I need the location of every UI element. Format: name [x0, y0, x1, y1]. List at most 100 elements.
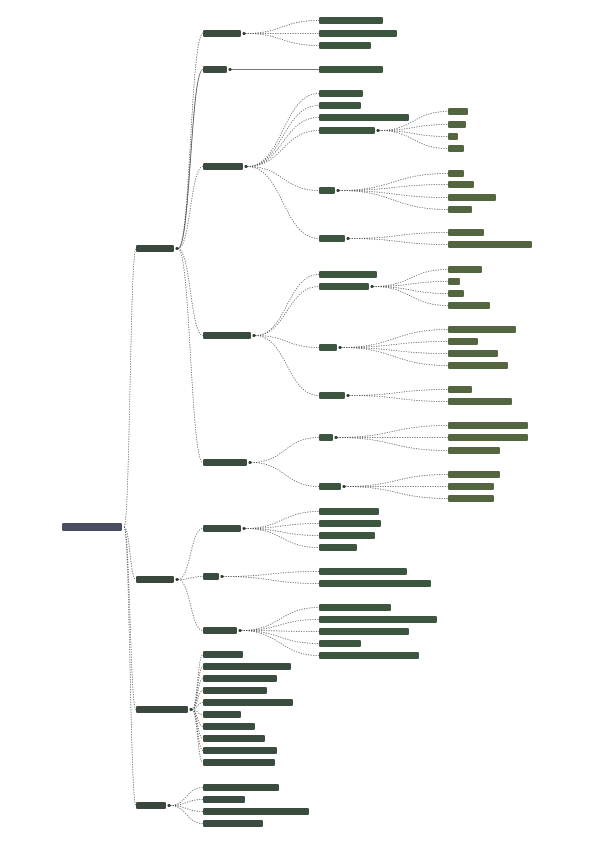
node-b1c5a[interactable]	[448, 170, 464, 177]
node-b1c3[interactable]	[319, 114, 409, 121]
node-b1e1[interactable]	[319, 434, 338, 441]
node-b3i[interactable]	[203, 747, 277, 754]
node-b1d2a[interactable]	[448, 266, 482, 273]
node-b1d4b[interactable]	[448, 398, 512, 405]
node-b1d3[interactable]	[319, 344, 342, 351]
node-b1c4b[interactable]	[448, 121, 466, 128]
node-b3e[interactable]	[203, 699, 293, 706]
node-b1c1[interactable]	[319, 90, 363, 97]
node-b1c4d[interactable]	[448, 145, 464, 152]
node-b1e[interactable]	[203, 459, 252, 466]
node-b1d2b[interactable]	[448, 278, 460, 285]
node-b3d[interactable]	[203, 687, 267, 694]
node-b3f[interactable]	[203, 711, 241, 718]
node-b1e1b[interactable]	[448, 434, 528, 441]
collapse-toggle-b1d[interactable]	[252, 334, 256, 337]
collapse-toggle-b1c5[interactable]	[336, 189, 340, 192]
node-b2a2[interactable]	[319, 520, 381, 527]
collapse-toggle-b1[interactable]	[175, 247, 179, 250]
collapse-toggle-b1d4[interactable]	[346, 394, 350, 397]
node-b2c5[interactable]	[319, 652, 419, 659]
collapse-toggle-b1e2[interactable]	[342, 485, 346, 488]
collapse-toggle-b3[interactable]	[189, 708, 193, 711]
collapse-toggle-b2a[interactable]	[242, 527, 246, 530]
node-b2a1[interactable]	[319, 508, 379, 515]
collapse-toggle-b4[interactable]	[167, 804, 171, 807]
collapse-toggle-b1c[interactable]	[244, 165, 248, 168]
node-b2b2[interactable]	[319, 580, 431, 587]
node-b1d3d[interactable]	[448, 362, 508, 369]
node-b2[interactable]	[136, 576, 179, 583]
node-b2a3[interactable]	[319, 532, 375, 539]
node-b1d2c[interactable]	[448, 290, 464, 297]
collapse-toggle-b2c[interactable]	[238, 629, 242, 632]
node-b4b[interactable]	[203, 796, 245, 803]
node-b3b[interactable]	[203, 663, 291, 670]
node-b1a2[interactable]	[319, 30, 397, 37]
node-b2c1[interactable]	[319, 604, 391, 611]
node-b1e2[interactable]	[319, 483, 346, 490]
node-b1d4[interactable]	[319, 392, 350, 399]
node-b1c6b[interactable]	[448, 241, 532, 248]
node-b1b1[interactable]	[319, 66, 383, 73]
node-b2c[interactable]	[203, 627, 242, 634]
node-b2c3[interactable]	[319, 628, 409, 635]
node-b3c[interactable]	[203, 675, 277, 682]
node-b1d3b[interactable]	[448, 338, 478, 345]
node-b1d3c[interactable]	[448, 350, 498, 357]
node-b1c4c[interactable]	[448, 133, 458, 140]
collapse-toggle-b2[interactable]	[175, 578, 179, 581]
node-b1c6[interactable]	[319, 235, 350, 242]
node-b1d3a[interactable]	[448, 326, 516, 333]
node-b1c5b[interactable]	[448, 181, 474, 188]
node-b3[interactable]	[136, 706, 193, 713]
collapse-toggle-b1b[interactable]	[228, 68, 232, 71]
node-b2c2[interactable]	[319, 616, 437, 623]
collapse-toggle-b1d3[interactable]	[338, 346, 342, 349]
node-b2b[interactable]	[203, 573, 224, 580]
node-b1a1[interactable]	[319, 17, 383, 24]
node-b4a[interactable]	[203, 784, 279, 791]
node-b1c5c[interactable]	[448, 194, 496, 201]
node-b1a[interactable]	[203, 30, 246, 37]
node-b1[interactable]	[136, 245, 179, 252]
node-b3h[interactable]	[203, 735, 265, 742]
node-b3j[interactable]	[203, 759, 275, 766]
node-b1e2a[interactable]	[448, 471, 500, 478]
node-b1c5d[interactable]	[448, 206, 472, 213]
node-b1c6a[interactable]	[448, 229, 484, 236]
node-b1d2[interactable]	[319, 283, 374, 290]
node-b1c4a[interactable]	[448, 108, 468, 115]
node-b1d2d[interactable]	[448, 302, 490, 309]
node-b1d1[interactable]	[319, 271, 377, 278]
node-b2a[interactable]	[203, 525, 246, 532]
node-b3g[interactable]	[203, 723, 255, 730]
node-b1c4[interactable]	[319, 127, 380, 134]
collapse-toggle-b1e1[interactable]	[334, 436, 338, 439]
node-b1a3[interactable]	[319, 42, 371, 49]
node-b1c5[interactable]	[319, 187, 340, 194]
node-b1c2[interactable]	[319, 102, 361, 109]
node-b1e2b[interactable]	[448, 483, 494, 490]
node-b1b[interactable]	[203, 66, 232, 73]
node-root[interactable]	[62, 523, 122, 531]
node-b4c[interactable]	[203, 808, 309, 815]
node-b1d4a[interactable]	[448, 386, 472, 393]
collapse-toggle-b1c4[interactable]	[376, 129, 380, 132]
node-b4[interactable]	[136, 802, 171, 809]
node-b2a4[interactable]	[319, 544, 357, 551]
node-b1c[interactable]	[203, 163, 248, 170]
node-b2c4[interactable]	[319, 640, 361, 647]
node-b2b1[interactable]	[319, 568, 407, 575]
collapse-toggle-b1c6[interactable]	[346, 237, 350, 240]
collapse-toggle-b1d2[interactable]	[370, 285, 374, 288]
node-b4d[interactable]	[203, 820, 263, 827]
collapse-toggle-b1e[interactable]	[248, 461, 252, 464]
node-b1e1a[interactable]	[448, 422, 528, 429]
node-b1d[interactable]	[203, 332, 256, 339]
collapse-toggle-b2b[interactable]	[220, 575, 224, 578]
collapse-toggle-b1a[interactable]	[242, 32, 246, 35]
node-b1e2c[interactable]	[448, 495, 494, 502]
node-b3a[interactable]	[203, 651, 243, 658]
node-b1e1c[interactable]	[448, 447, 500, 454]
